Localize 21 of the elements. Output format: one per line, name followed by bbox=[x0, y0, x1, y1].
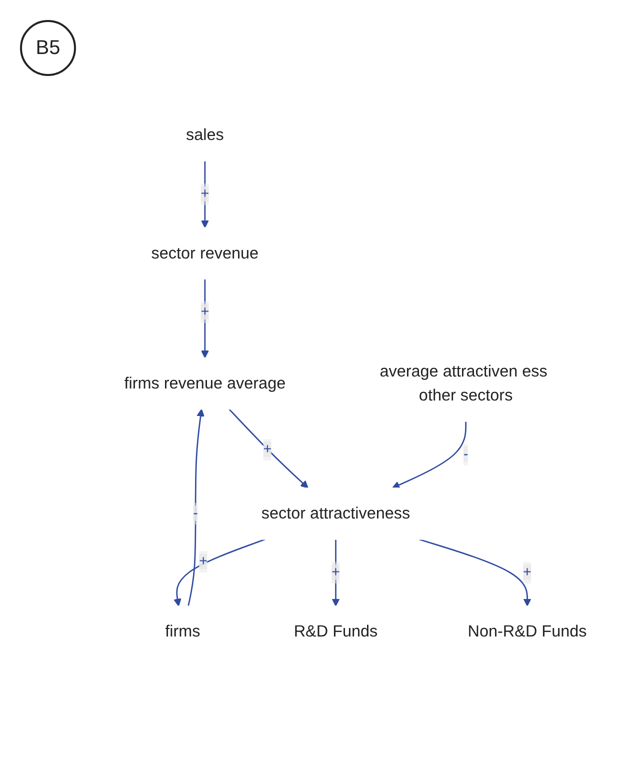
node-text: R&D Funds bbox=[294, 622, 378, 640]
arrow bbox=[188, 408, 205, 606]
node-text: Non-R&D Funds bbox=[468, 622, 587, 640]
edge-label: - bbox=[193, 506, 198, 521]
edge-label: + bbox=[200, 304, 210, 320]
node-text: firms revenue average bbox=[124, 374, 286, 392]
arrow bbox=[228, 408, 308, 488]
edge-label: + bbox=[199, 554, 208, 570]
edge-label: + bbox=[523, 564, 532, 580]
edge-label: + bbox=[332, 564, 340, 580]
arrow bbox=[174, 538, 266, 606]
node-text: sector revenue bbox=[151, 244, 259, 262]
node-text: firms bbox=[165, 622, 200, 640]
node-text: average attractiven ess other sectors bbox=[380, 362, 548, 404]
edge-label: + bbox=[200, 186, 210, 202]
edge-label: + bbox=[263, 442, 272, 457]
node-text: sector attractiveness bbox=[261, 504, 410, 522]
edge-label: - bbox=[463, 446, 468, 462]
arrow bbox=[392, 421, 466, 489]
loop-label: B5 bbox=[20, 20, 76, 76]
node-text: sales bbox=[186, 126, 224, 144]
